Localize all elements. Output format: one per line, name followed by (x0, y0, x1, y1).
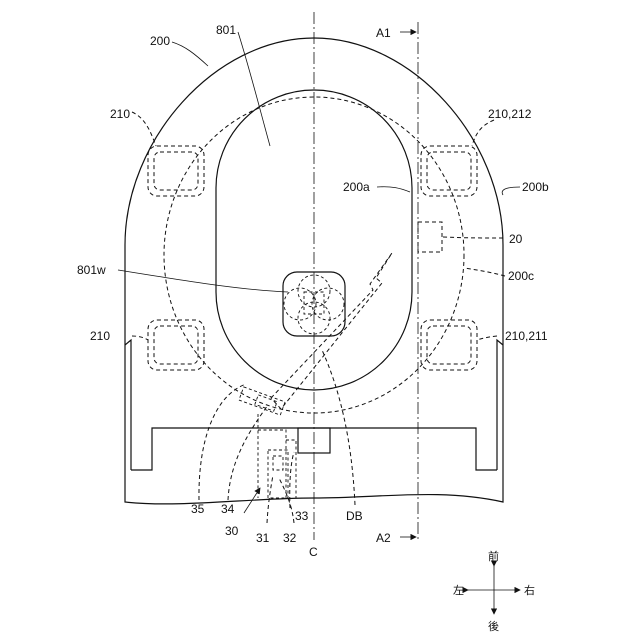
pad-210-top-right (421, 146, 477, 196)
label-801w: 801w (77, 263, 106, 277)
label-34: 34 (221, 502, 235, 516)
pad-210-top-left (148, 146, 204, 196)
compass-front: 前 (488, 549, 499, 563)
direction-compass: 前 後 左 右 (453, 549, 535, 633)
label-a2: A2 (376, 531, 391, 545)
label-200c: 200c (508, 269, 534, 283)
compass-back: 後 (488, 619, 499, 633)
label-210-top-left: 210 (110, 107, 130, 121)
label-c: C (309, 545, 318, 559)
sensor-20 (418, 222, 442, 252)
compass-left: 左 (453, 584, 464, 597)
label-33: 33 (295, 509, 309, 523)
label-a1: A1 (376, 26, 391, 40)
label-200b: 200b (522, 180, 549, 194)
label-db: DB (346, 509, 363, 523)
label-20: 20 (509, 232, 523, 246)
left-side-notch (125, 340, 131, 470)
spray-direction-arrow-db (271, 253, 392, 409)
label-210-212: 210,212 (488, 107, 532, 121)
label-801: 801 (216, 23, 236, 37)
label-200a: 200a (343, 180, 370, 194)
pad-210-bottom-right (421, 320, 477, 370)
compass-right: 右 (524, 583, 535, 597)
label-30: 30 (225, 524, 239, 538)
pad-210-bottom-left (148, 320, 204, 370)
label-32: 32 (283, 531, 297, 545)
label-210-bottom-left: 210 (90, 329, 110, 343)
label-35: 35 (191, 502, 205, 516)
label-210-211: 210,211 (505, 329, 548, 343)
nozzle-unit-30 (239, 387, 296, 498)
label-200: 200 (150, 34, 170, 48)
label-31: 31 (256, 531, 270, 545)
right-side-notch (497, 340, 503, 470)
